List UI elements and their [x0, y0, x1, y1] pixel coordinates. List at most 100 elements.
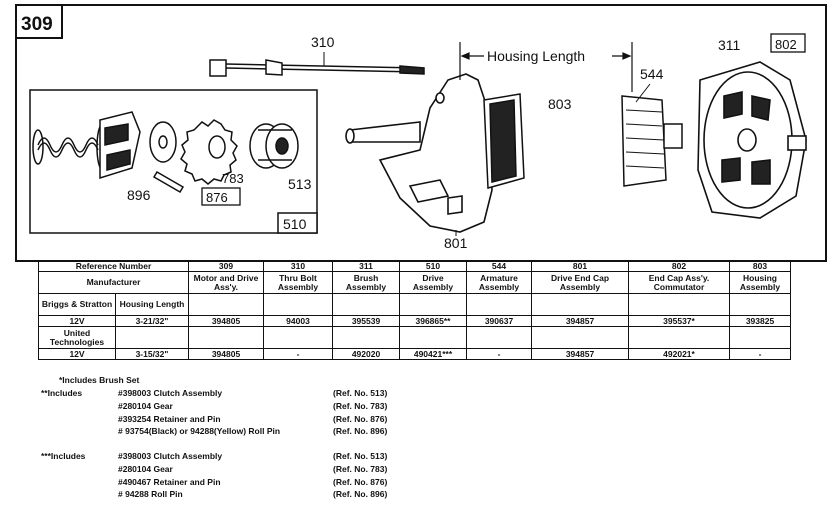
table-row: Manufacturer Motor and Drive Ass'y. Thru… — [38, 271, 791, 294]
table-row: United Technologies — [38, 326, 791, 349]
group2-part: # 94288 Roll Pin — [118, 489, 183, 500]
callout-510-box — [277, 212, 318, 234]
housing-length-header: Housing Length — [115, 293, 189, 316]
table-row: Briggs & Stratton Housing Length — [38, 293, 791, 316]
group1-label: **Includes — [41, 387, 83, 398]
col-ref-803: 803 — [729, 261, 791, 272]
row1-length: 3-21/32" — [115, 315, 189, 327]
group2-part: #398003 Clutch Assembly — [118, 451, 223, 461]
col-desc-510: Drive Assembly — [399, 271, 467, 294]
roll-pin-part — [152, 170, 185, 194]
group2-ref: (Ref. No. 876) — [333, 476, 388, 487]
col-ref-510: 510 — [399, 261, 467, 272]
row1-544: 390637 — [466, 315, 532, 327]
washer-part — [149, 121, 177, 163]
table-row: 12V 3-21/32" 394805 94003 395539 396865*… — [38, 315, 791, 327]
row1-801: 394857 — [531, 315, 629, 327]
drive-assembly-box — [29, 89, 318, 234]
row1-802: 395537* — [628, 315, 730, 327]
group2-ref: (Ref. No. 896) — [333, 489, 388, 500]
col-desc-544: Armature Assembly — [466, 271, 532, 294]
row2-310: - — [263, 348, 333, 360]
group1-ref: (Ref. No. 896) — [333, 426, 388, 437]
callout-311: 311 — [718, 37, 741, 53]
manufacturer-label: Manufacturer — [38, 271, 189, 294]
row1-309: 394805 — [188, 315, 264, 327]
callout-544: 544 — [640, 66, 664, 82]
group2-part: #490467 Retainer and Pin — [118, 476, 221, 487]
callout-876-box — [201, 187, 241, 206]
col-desc-311: Brush Assembly — [332, 271, 400, 294]
row2-length: 3-15/32" — [115, 348, 189, 360]
page-label: 309 — [21, 14, 53, 35]
drive-cup-part — [99, 111, 141, 180]
clutch-spring-part — [32, 124, 108, 170]
row2-803: - — [729, 348, 791, 360]
row2-544: - — [466, 348, 532, 360]
col-desc-310: Thru Bolt Assembly — [263, 271, 333, 294]
row2-510: 490421*** — [399, 348, 467, 360]
group1-ref: (Ref. No. 876) — [333, 413, 388, 424]
callout-510: 510 — [283, 216, 307, 232]
armature-part — [483, 93, 683, 189]
col-ref-311: 311 — [332, 261, 400, 272]
group1-part: # 93754(Black) or 94288(Yellow) Roll Pin — [118, 426, 281, 437]
row1-voltage: 12V — [38, 315, 116, 327]
col-ref-802: 802 — [628, 261, 730, 272]
group1-part: #280104 Gear — [118, 400, 173, 411]
ref-number-label: Reference Number — [38, 261, 189, 272]
callout-783: 783 — [222, 171, 244, 186]
callout-896: 896 — [127, 187, 151, 203]
callout-802: 802 — [775, 37, 797, 52]
col-ref-310: 310 — [263, 261, 333, 272]
callout-802-box — [770, 33, 806, 53]
row2-802: 492021* — [628, 348, 730, 360]
group2-label: ***Includes — [41, 451, 86, 461]
group2-refs: (Ref. No. 513) (Ref. No. 783) (Ref. No. … — [333, 450, 387, 501]
group1-ref: (Ref. No. 513) — [333, 388, 388, 398]
thru-bolt-part — [209, 59, 425, 77]
end-cap-commutator-part — [697, 61, 807, 219]
group2-part: #280104 Gear — [118, 463, 173, 474]
col-ref-544: 544 — [466, 261, 532, 272]
footnote-brush-set: *Includes Brush Set — [59, 375, 140, 385]
group2-ref: (Ref. No. 513) — [333, 451, 388, 461]
col-ref-801: 801 — [531, 261, 629, 272]
group1-part: #393254 Retainer and Pin — [118, 413, 221, 424]
group2-parts: #398003 Clutch Assembly #280104 Gear #49… — [118, 450, 222, 501]
row1-311: 395539 — [332, 315, 400, 327]
callout-310: 310 — [311, 34, 335, 50]
row1-310: 94003 — [263, 315, 333, 327]
col-ref-309: 309 — [188, 261, 264, 272]
callout-801: 801 — [444, 235, 468, 251]
group2-label-wrap: ***Includes — [41, 450, 85, 463]
group1-parts: #398003 Clutch Assembly #280104 Gear #39… — [118, 387, 280, 438]
row2-309: 394805 — [188, 348, 264, 360]
col-desc-801: Drive End Cap Assembly — [531, 271, 629, 294]
col-desc-803: Housing Assembly — [729, 271, 791, 294]
group1-part: #398003 Clutch Assembly — [118, 388, 223, 398]
parts-table: Reference Number 309 310 311 510 544 801… — [38, 261, 791, 360]
callout-803: 803 — [548, 96, 572, 112]
row2-801: 394857 — [531, 348, 629, 360]
united-label: United Technologies — [38, 326, 116, 349]
group1-ref: (Ref. No. 783) — [333, 400, 388, 411]
row2-voltage: 12V — [38, 348, 116, 360]
callout-876: 876 — [206, 190, 228, 205]
table-row: 12V 3-15/32" 394805 - 492020 490421*** -… — [38, 348, 791, 360]
housing-length-dimension — [459, 42, 633, 92]
table-row: Reference Number 309 310 311 510 544 801… — [38, 261, 791, 272]
callout-513: 513 — [288, 176, 312, 192]
group2-ref: (Ref. No. 783) — [333, 463, 388, 474]
row1-803: 393825 — [729, 315, 791, 327]
exploded-parts-diagram: 309 510 896 783 876 513 — [15, 4, 827, 262]
pinion-gear-part — [180, 119, 238, 185]
housing-length-label: Housing Length — [487, 48, 585, 64]
col-desc-802: End Cap Ass'y. Commutator — [628, 271, 730, 294]
retainer-part — [249, 123, 299, 169]
briggs-label: Briggs & Stratton — [38, 293, 116, 316]
row1-510: 396865** — [399, 315, 467, 327]
row2-311: 492020 — [332, 348, 400, 360]
notes-labels: *Includes Brush Set **Includes — [41, 374, 140, 400]
drive-end-cap-part — [345, 73, 493, 233]
